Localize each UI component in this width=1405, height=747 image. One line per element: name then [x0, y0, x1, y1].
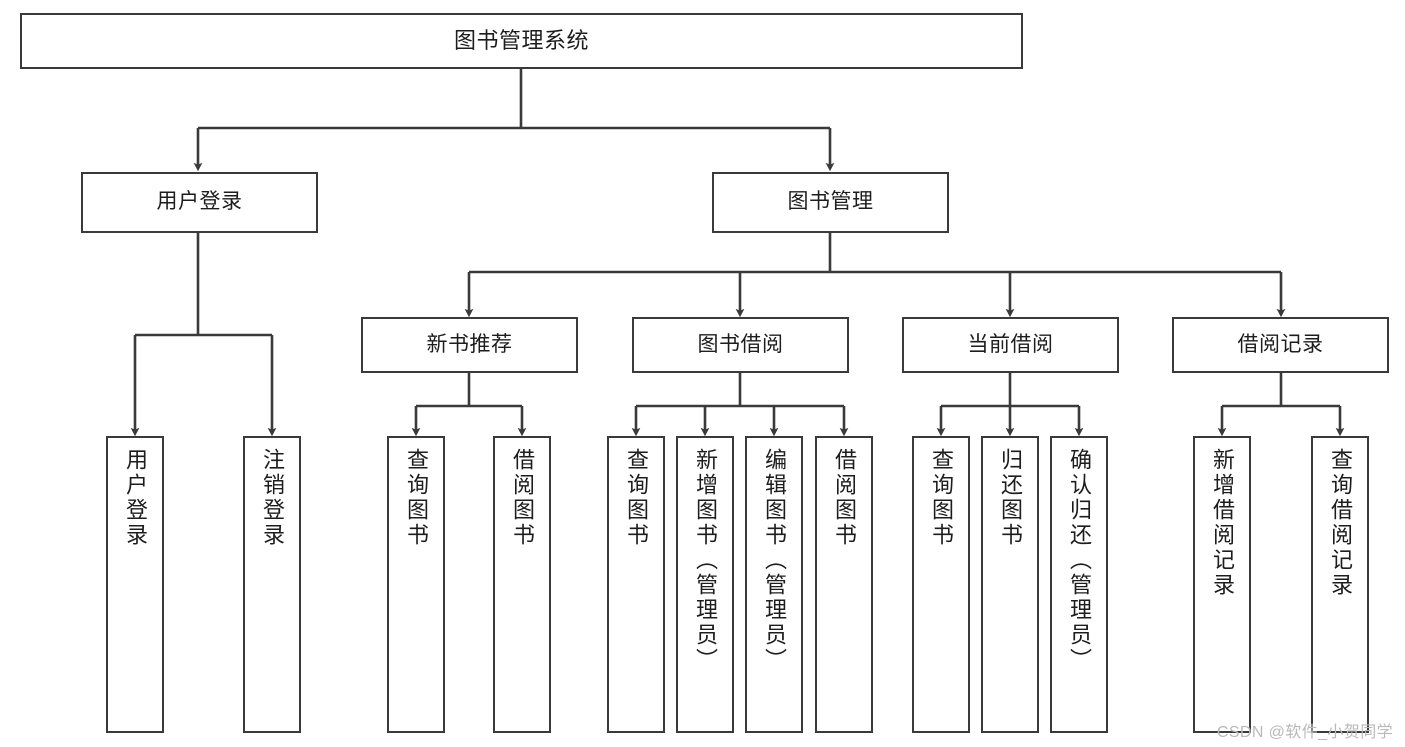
- node-leaf-user-logout[interactable]: 注销登录: [243, 436, 301, 733]
- node-leaf-query-record[interactable]: 查询借阅记录: [1311, 436, 1369, 733]
- node-book-manage[interactable]: 图书管理: [712, 172, 949, 233]
- node-leaf-add-record[interactable]: 新增借阅记录: [1193, 436, 1251, 733]
- node-leaf-query-book-3[interactable]: 查询图书: [912, 436, 970, 733]
- node-leaf-borrow-book-2-label: 借阅图书: [832, 448, 857, 548]
- csdn-watermark: CSDN @软件_小贺同学: [1216, 724, 1393, 741]
- node-root[interactable]: 图书管理系统: [20, 13, 1023, 69]
- node-leaf-return-book[interactable]: 归还图书: [981, 436, 1039, 733]
- node-leaf-user-login[interactable]: 用户登录: [106, 436, 164, 733]
- node-book-borrow[interactable]: 图书借阅: [632, 317, 849, 373]
- node-leaf-query-record-label: 查询借阅记录: [1328, 448, 1353, 598]
- node-leaf-borrow-book-1[interactable]: 借阅图书: [493, 436, 551, 733]
- node-current-borrow[interactable]: 当前借阅: [902, 317, 1119, 373]
- node-current-borrow-label: 当前借阅: [967, 332, 1054, 356]
- node-new-book-recommend-label: 新书推荐: [426, 332, 513, 356]
- node-leaf-borrow-book-2[interactable]: 借阅图书: [815, 436, 873, 733]
- node-leaf-query-book-2-label: 查询图书: [624, 448, 649, 548]
- node-user-login[interactable]: 用户登录: [81, 172, 318, 233]
- node-leaf-borrow-book-1-label: 借阅图书: [510, 448, 535, 548]
- node-leaf-query-book-1-label: 查询图书: [404, 448, 429, 548]
- node-leaf-query-book-3-label: 查询图书: [929, 448, 954, 548]
- node-leaf-query-book-2[interactable]: 查询图书: [607, 436, 665, 733]
- node-leaf-edit-book[interactable]: 编辑图书（管理员）: [745, 436, 803, 733]
- node-borrow-record[interactable]: 借阅记录: [1172, 317, 1389, 373]
- node-leaf-add-book-label: 新增图书（管理员）: [693, 448, 718, 673]
- node-book-borrow-label: 图书借阅: [697, 332, 784, 356]
- node-book-manage-label: 图书管理: [787, 190, 874, 214]
- node-leaf-user-logout-label: 注销登录: [260, 448, 285, 548]
- node-new-book-recommend[interactable]: 新书推荐: [361, 317, 578, 373]
- node-leaf-return-book-label: 归还图书: [998, 448, 1023, 548]
- node-leaf-add-record-label: 新增借阅记录: [1210, 448, 1235, 598]
- node-leaf-confirm-return[interactable]: 确认归还（管理员）: [1050, 436, 1108, 733]
- node-borrow-record-label: 借阅记录: [1237, 332, 1324, 356]
- node-leaf-add-book[interactable]: 新增图书（管理员）: [676, 436, 734, 733]
- node-leaf-edit-book-label: 编辑图书（管理员）: [762, 448, 787, 673]
- node-leaf-confirm-return-label: 确认归还（管理员）: [1067, 448, 1092, 673]
- node-root-label: 图书管理系统: [453, 28, 589, 54]
- node-user-login-label: 用户登录: [156, 190, 243, 214]
- node-leaf-user-login-label: 用户登录: [123, 448, 148, 548]
- node-leaf-query-book-1[interactable]: 查询图书: [387, 436, 445, 733]
